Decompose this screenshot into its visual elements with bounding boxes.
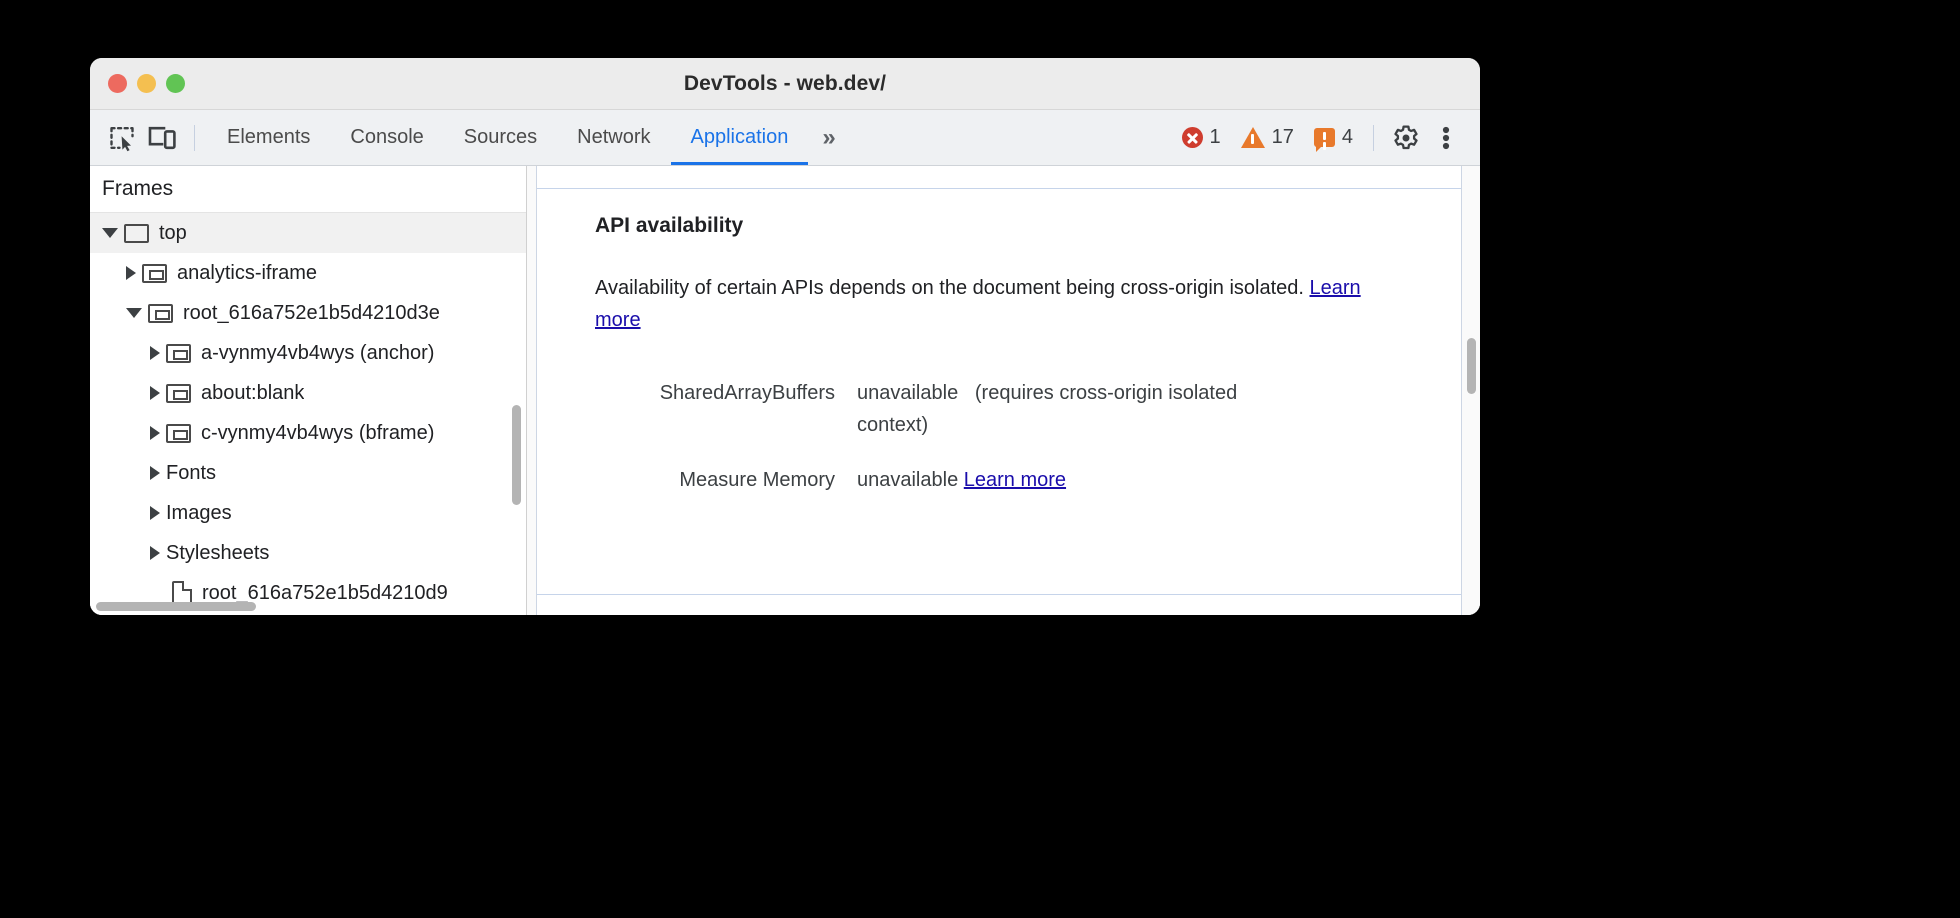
tree-item-fonts[interactable]: Fonts [90,453,526,493]
toolbar-divider [194,124,195,151]
maximize-window-button[interactable] [166,74,185,93]
twisty-closed-icon[interactable] [150,346,160,360]
device-toolbar-icon[interactable] [142,118,182,158]
frames-tree: top analytics-iframe root_616a752e1b5d42… [90,213,526,613]
frame-icon [148,303,173,323]
minimize-window-button[interactable] [137,74,156,93]
learn-more-link-measure-memory[interactable]: Learn more [963,468,1067,491]
api-availability-section: API availability Availability of certain… [537,166,1461,496]
tree-item-label: root_616a752e1b5d4210d9 [202,581,448,604]
error-count: 1 [1209,126,1221,148]
frame-top-icon [124,223,149,243]
tab-console[interactable]: Console [350,126,424,148]
frame-icon [166,343,191,363]
twisty-closed-icon[interactable] [150,546,160,560]
tree-item-label: Images [166,501,232,524]
tree-item-label: about:blank [201,381,305,404]
status-badges: 1 17 4 [1174,124,1362,152]
tree-item-images[interactable]: Images [90,493,526,533]
error-icon [1181,127,1203,148]
row-value-text: unavailable [857,381,959,404]
section-description: Availability of certain APIs depends on … [595,272,1385,337]
sidebar-horizontal-scrollbar[interactable] [96,602,256,611]
window-titlebar: DevTools - web.dev/ [90,58,1480,110]
row-key: Measure Memory [679,468,835,491]
issue-count: 4 [1341,126,1353,148]
issue-badge[interactable]: 4 [1306,124,1361,152]
twisty-open-icon[interactable] [126,308,142,318]
warning-icon [1240,127,1265,148]
devtools-toolbar: Elements Console Sources Network Applica… [90,110,1480,166]
learn-more-link-description[interactable]: Learn more [595,277,1361,332]
document-icon [172,580,193,605]
devtools-body: Frames top analytics-iframe [90,166,1480,615]
row-value: unavailable (requires cross-origin isola… [857,377,1287,442]
main-panel-inner: API availability Availability of certain… [536,166,1462,615]
tree-item-label: Stylesheets [166,541,270,564]
main-vertical-scrollbar[interactable] [1467,338,1476,394]
twisty-closed-icon[interactable] [150,386,160,400]
row-note: (requires cross-origin isolated context) [857,381,1238,437]
window-title: DevTools - web.dev/ [683,72,887,95]
twisty-closed-icon[interactable] [150,426,160,440]
tree-item-label: a-vynmy4vb4wys (anchor) [201,341,435,364]
tree-item-bframe[interactable]: c-vynmy4vb4wys (bframe) [90,413,526,453]
row-key: SharedArrayBuffers [659,381,835,404]
twisty-closed-icon[interactable] [150,506,160,520]
twisty-open-icon[interactable] [102,228,118,238]
gear-icon[interactable] [1386,118,1426,158]
sidebar-vertical-scrollbar[interactable] [512,405,521,505]
more-tabs-icon[interactable]: » [822,123,835,151]
section-description-text: Availability of certain APIs depends on … [595,277,1310,299]
list-item: SharedArrayBuffers unavailable (requires… [595,377,1461,442]
twisty-closed-icon[interactable] [126,266,136,280]
tree-item-anchor-frame[interactable]: a-vynmy4vb4wys (anchor) [90,333,526,373]
twisty-closed-icon[interactable] [150,466,160,480]
devtools-window: DevTools - web.dev/ Elements [90,58,1480,615]
list-item: Measure Memory unavailable Learn more [595,464,1461,496]
frames-sidebar: Frames top analytics-iframe [90,166,527,615]
page-title: API availability [595,214,744,237]
section-divider-bottom [537,594,1461,595]
tree-item-about-blank[interactable]: about:blank [90,373,526,413]
tree-item-label: top [159,221,187,244]
inspect-element-icon[interactable] [102,118,142,158]
tree-item-label: c-vynmy4vb4wys (bframe) [201,421,435,444]
error-badge[interactable]: 1 [1174,124,1229,151]
toolbar-divider-right [1373,124,1374,151]
sidebar-header: Frames [90,166,526,213]
tree-item-stylesheets[interactable]: Stylesheets [90,533,526,573]
api-availability-list: SharedArrayBuffers unavailable (requires… [595,377,1461,496]
tree-item-label: Fonts [166,461,217,484]
tree-item-top[interactable]: top [90,213,526,253]
warning-count: 17 [1271,126,1294,148]
tree-item-label: root_616a752e1b5d4210d3e [183,301,440,324]
more-options-icon[interactable] [1426,118,1466,158]
tree-item-label: analytics-iframe [177,261,318,284]
traffic-lights [108,74,185,93]
tab-elements[interactable]: Elements [227,126,311,148]
tree-item-root-frame[interactable]: root_616a752e1b5d4210d3e [90,293,526,333]
main-panel: API availability Availability of certain… [527,166,1480,615]
tree-item-stylesheet-file[interactable]: root_616a752e1b5d4210d9 [90,573,526,613]
row-value: unavailable Learn more [857,464,1287,496]
warning-badge[interactable]: 17 [1233,124,1302,151]
row-value-text: unavailable [857,468,959,491]
tab-sources[interactable]: Sources [463,126,538,148]
issue-icon [1313,128,1335,152]
frame-icon [166,383,191,403]
frame-icon [166,423,191,443]
panel-tabs: Elements Console Sources Network Applica… [207,110,809,165]
tree-item-analytics-iframe[interactable]: analytics-iframe [90,253,526,293]
frame-icon [142,263,167,283]
close-window-button[interactable] [108,74,127,93]
tab-application[interactable]: Application [670,110,809,165]
section-divider-top [537,188,1461,189]
tab-network[interactable]: Network [577,126,651,148]
